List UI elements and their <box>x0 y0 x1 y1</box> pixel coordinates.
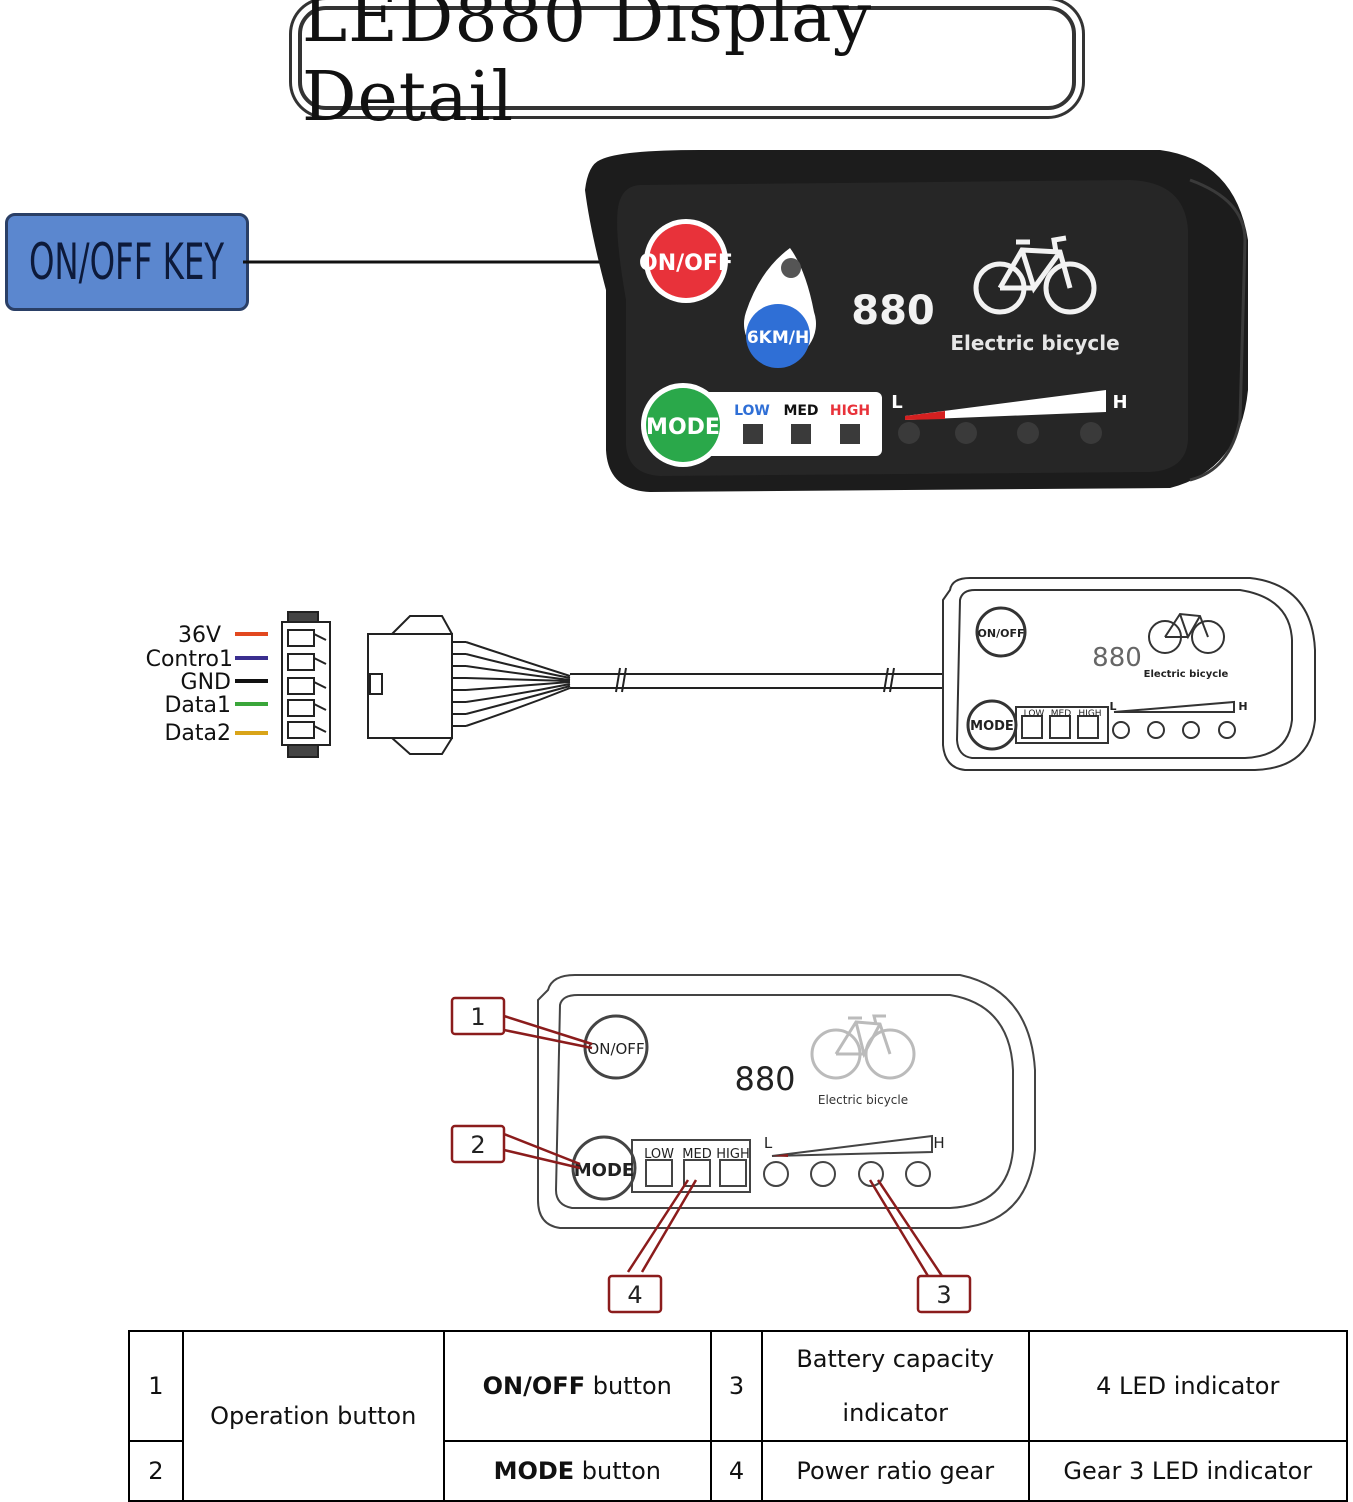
bicycle-icon <box>973 235 1097 315</box>
gear-high-led <box>840 424 860 444</box>
scale-low-label: L <box>891 392 902 413</box>
display-outline-small <box>942 577 1316 771</box>
callout-3-label: 3 <box>936 1281 951 1309</box>
table-onoff-bold: ON/OFF <box>482 1372 586 1400</box>
wire-label-gnd: GND <box>181 670 231 695</box>
onoff-button-label: ON/OFF <box>639 251 733 276</box>
faded-bicycle-icon <box>810 1014 916 1080</box>
battery-led-2 <box>955 422 977 444</box>
numbered-scale-high: H <box>933 1134 944 1152</box>
numbered-model-number: 880 <box>734 1060 795 1098</box>
callout-1-label: 1 <box>470 1003 485 1031</box>
table-cell-power-ratio: Power ratio gear <box>760 1440 1030 1502</box>
model-number: 880 <box>851 288 935 334</box>
table-row: 1 Operation button ON/OFF button 3 Batte… <box>128 1330 1349 1502</box>
wire-label-data1: Data1 <box>164 693 231 718</box>
small-onoff-label: ON/OFF <box>978 627 1025 640</box>
speed-button-label: 6KM/H <box>747 328 809 348</box>
table-cell-4led: 4 LED indicator <box>1027 1330 1349 1442</box>
table-cell-num-4: 4 <box>710 1440 763 1502</box>
small-mode-label: MODE <box>970 719 1014 734</box>
numbered-gear-med: MED <box>682 1147 711 1162</box>
connector-female <box>281 611 331 758</box>
battery-led-3 <box>1017 422 1039 444</box>
page-title: LED880 Display Detail <box>302 0 873 137</box>
legend-table: 1 Operation button ON/OFF button 3 Batte… <box>128 1330 1349 1502</box>
mode-button-label: MODE <box>646 415 720 440</box>
callout-4-box <box>607 1274 663 1314</box>
callout-4-label: 4 <box>627 1281 642 1309</box>
small-brand-text: Electric bicycle <box>1144 669 1229 680</box>
small-gear-high: HIGH <box>1078 709 1101 719</box>
wire-label-control1: Contro1 <box>146 647 233 672</box>
connector-diagram: 36V Contro1 GND Data1 Data2 <box>146 577 1316 771</box>
onoff-key-label: ON/OFF KEY <box>29 233 225 291</box>
table-cell-onoff: ON/OFF button <box>442 1330 713 1442</box>
numbered-mode-label: MODE <box>574 1160 634 1181</box>
display-photo: ON/OFF 6KM/H 880 Electric bicycle MODE L… <box>585 150 1248 492</box>
callout-3-box <box>916 1274 972 1314</box>
table-cell-num-3: 3 <box>710 1330 763 1442</box>
table-cell-gear3: Gear 3 LED indicator <box>1027 1440 1349 1502</box>
table-cell-num-2: 2 <box>128 1440 184 1502</box>
small-model-number: 880 <box>1092 643 1142 673</box>
speed-indicator-led <box>781 258 801 278</box>
callout-2-box <box>450 1124 506 1164</box>
table-cell-num-1: 1 <box>128 1330 184 1442</box>
battery-led-4 <box>1080 422 1102 444</box>
numbered-gear-high: HIGH <box>716 1147 749 1162</box>
gear-high-label: HIGH <box>830 403 870 419</box>
callout-2-label: 2 <box>470 1131 485 1159</box>
battery-led-1 <box>898 422 920 444</box>
scale-high-label: H <box>1112 392 1127 413</box>
table-battery-line1: Battery capacity <box>796 1345 995 1373</box>
numbered-onoff-label: ON/OFF <box>587 1040 644 1058</box>
table-row: 2 MODE button 4 Power ratio gear Gear 3 … <box>128 1440 1349 1502</box>
table-mode-bold: MODE <box>493 1457 575 1485</box>
table-onoff-rest: button <box>585 1372 672 1400</box>
onoff-button[interactable] <box>649 224 723 298</box>
numbered-ramp-low <box>772 1154 788 1157</box>
callout-1-box <box>450 996 506 1036</box>
gear-low-label: LOW <box>734 403 770 419</box>
table-battery-line2: indicator <box>842 1399 949 1427</box>
numbered-gear-low: LOW <box>644 1147 674 1162</box>
small-scale-high: H <box>1238 700 1247 713</box>
mode-button[interactable] <box>646 388 720 462</box>
gear-panel <box>684 392 882 456</box>
brand-text: Electric bicycle <box>950 331 1119 355</box>
small-scale-low: L <box>1109 700 1116 713</box>
numbered-brand-text: Electric bicycle <box>818 1093 908 1107</box>
table-cell-group: Operation button <box>181 1330 445 1502</box>
wire-label-data2: Data2 <box>164 721 231 746</box>
wire-label-36v: 36V <box>178 623 221 648</box>
title-banner: LED880 Display Detail <box>298 0 1076 137</box>
battery-ramp-low <box>905 411 945 420</box>
table-cell-mode: MODE button <box>442 1440 713 1502</box>
table-cell-battery: Battery capacity indicator <box>760 1330 1030 1442</box>
gear-low-led <box>743 424 763 444</box>
small-gear-med: MED <box>1051 709 1071 719</box>
small-gear-low: LOW <box>1024 709 1045 719</box>
battery-ramp <box>905 390 1106 420</box>
gear-med-led <box>791 424 811 444</box>
connector-male <box>367 615 944 755</box>
gear-med-label: MED <box>783 403 818 419</box>
table-mode-rest: button <box>574 1457 661 1485</box>
display-outline-numbered: ON/OFF MODE 880 Electric bicycle LOW MED… <box>450 974 1036 1314</box>
diagram-canvas: ON/OFF 6KM/H 880 Electric bicycle MODE L… <box>146 150 1316 1314</box>
numbered-scale-low: L <box>764 1134 773 1152</box>
speed-button[interactable] <box>746 304 810 368</box>
